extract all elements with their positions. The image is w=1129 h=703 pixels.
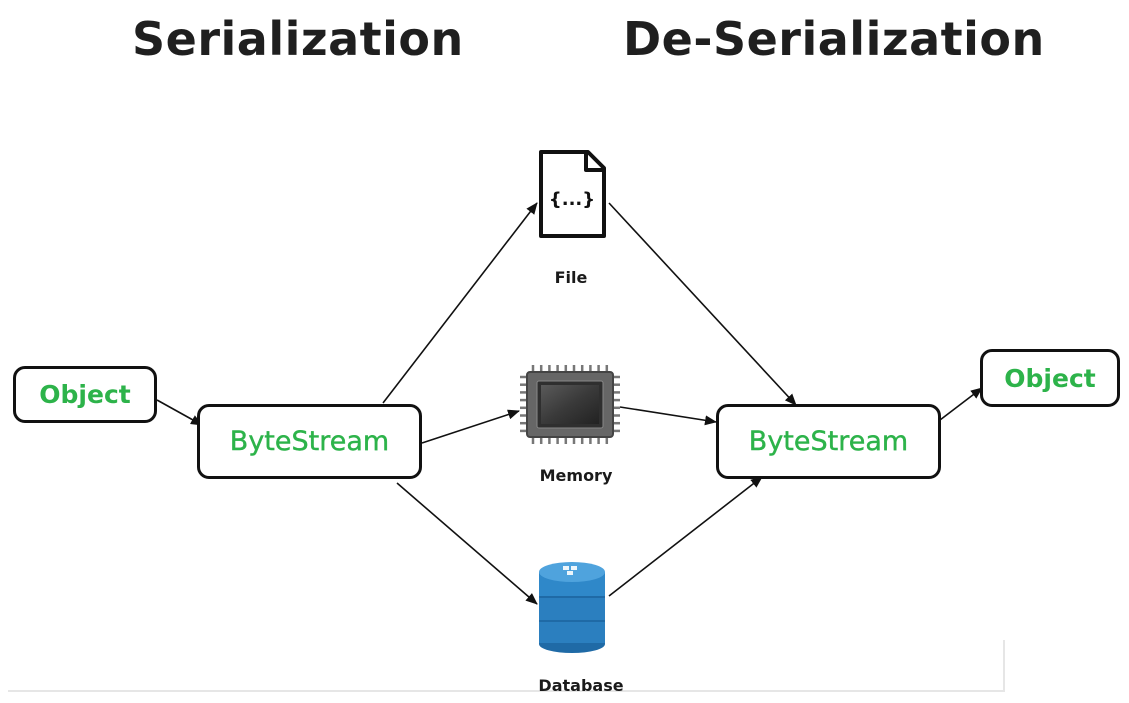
bytestream-right-box: ByteStream [716, 404, 941, 479]
file-icon: {...} [539, 150, 606, 238]
object-source-label: Object [39, 380, 131, 409]
database-label: Database [538, 676, 624, 695]
file-glyph: {...} [549, 189, 595, 210]
arrow-file-to-bytestream [608, 202, 797, 406]
arrow-bytestream-to-object [939, 387, 983, 421]
object-target-box: Object [980, 349, 1120, 407]
bytestream-left-label: ByteStream [229, 426, 390, 457]
object-target-label: Object [1004, 363, 1096, 393]
deserialization-title: De-Serialization [623, 12, 1045, 66]
bytestream-left-box: ByteStream [197, 404, 422, 479]
file-label: File [554, 268, 588, 287]
arrow-bytestream-to-file [382, 202, 538, 404]
object-source-box: Object [13, 366, 157, 423]
memory-label: Memory [539, 466, 613, 485]
serialization-title: Serialization [132, 12, 464, 66]
arrow-object-to-bytestream [156, 399, 203, 426]
arrow-bytestream-to-database [396, 482, 538, 605]
arrow-database-to-bytestream [608, 476, 763, 597]
database-icon [539, 562, 605, 653]
arrow-bytestream-to-memory [421, 409, 520, 444]
bytestream-right-label: ByteStream [748, 426, 909, 457]
memory-chip-icon [520, 365, 620, 444]
arrow-memory-to-bytestream [619, 406, 717, 426]
